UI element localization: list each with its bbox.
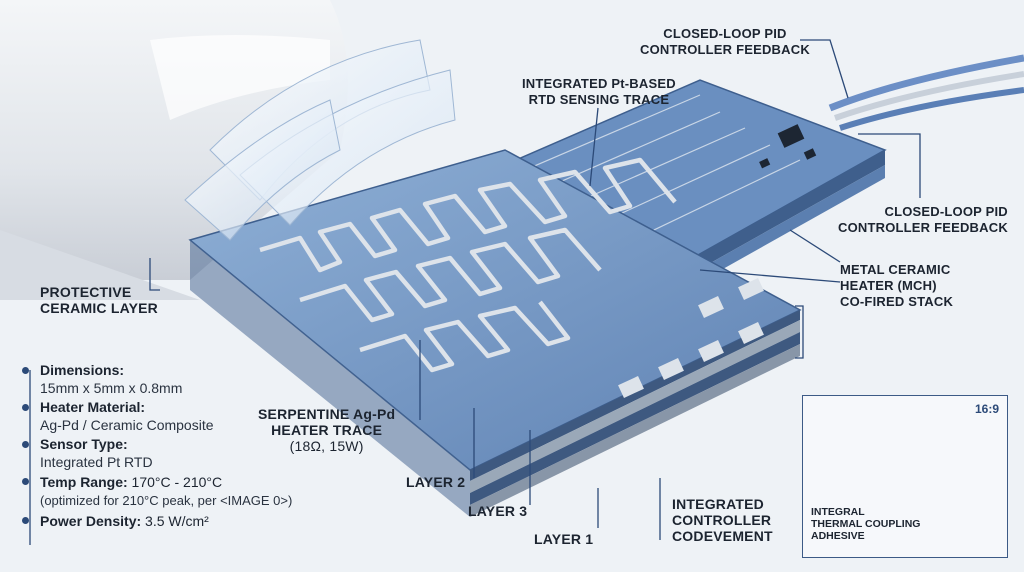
label-layer-3: LAYER 3 (468, 503, 528, 519)
serpentine-trace (259, 157, 677, 273)
inset-aspect-tag: 16:9 (974, 402, 999, 416)
cable-bundle (828, 54, 1024, 131)
label-mch-stack: METAL CERAMIC HEATER (MCH) CO-FIRED STAC… (840, 262, 954, 309)
bullet-dot-icon (22, 404, 29, 411)
label-layer-2: LAYER 2 (406, 474, 466, 490)
spec-dimensions: Dimensions: 15mm x 5mm x 0.8mm (22, 362, 352, 397)
label-protective-layer: PROTECTIVE CERAMIC LAYER (40, 284, 158, 316)
protective-films (184, 39, 456, 241)
label-pid-right: CLOSED-LOOP PID CONTROLLER FEEDBACK (838, 204, 1008, 235)
inset-panel: 16:9 INTEGRAL THERMAL COUPLING ADHESIVE (802, 395, 1008, 558)
label-rtd-trace: INTEGRATED Pt-BASED RTD SENSING TRACE (522, 76, 676, 107)
label-thermal-coupling: INTEGRAL THERMAL COUPLING ADHESIVE (811, 506, 921, 542)
spec-list: Dimensions: 15mm x 5mm x 0.8mm Heater Ma… (22, 362, 352, 533)
bullet-dot-icon (22, 367, 29, 374)
bullet-dot-icon (22, 478, 29, 485)
bullet-dot-icon (22, 441, 29, 448)
leader-lines (29, 39, 921, 545)
spec-temp-range: Temp Range: 170°C - 210°C (optimized for… (22, 473, 352, 510)
heater-stack (188, 149, 802, 517)
spec-sensor-type: Sensor Type: Integrated Pt RTD (22, 436, 352, 471)
label-integrated-controller: INTEGRATED CONTROLLER CODEVEMENT (672, 496, 773, 544)
bullet-dot-icon (22, 517, 29, 524)
protective-housing (0, 0, 348, 300)
label-serpentine-trace: SERPENTINE Ag-Pd HEATER TRACE (18Ω, 15W) (258, 406, 396, 454)
label-layer-1: LAYER 1 (534, 531, 594, 547)
label-pid-top: CLOSED-LOOP PID CONTROLLER FEEDBACK (640, 26, 810, 57)
spec-heater-material: Heater Material: Ag-Pd / Ceramic Composi… (22, 399, 352, 434)
spec-power-density: Power Density: 3.5 W/cm² (22, 512, 352, 531)
